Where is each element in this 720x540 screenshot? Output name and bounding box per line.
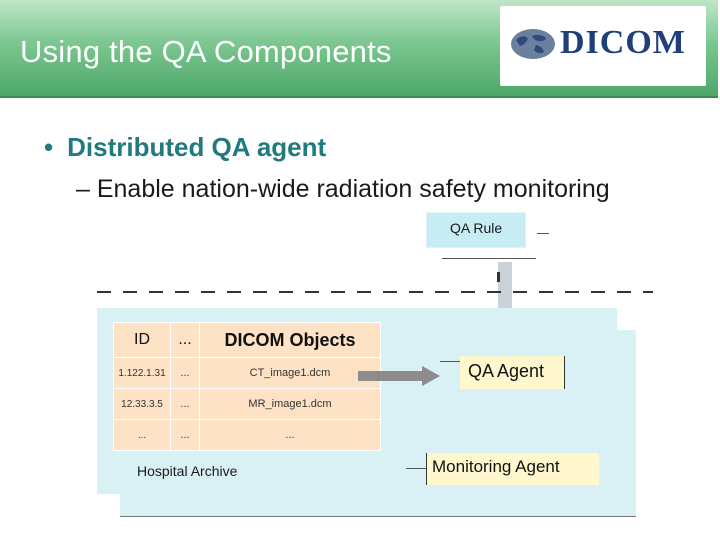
table-row: ... ... ... [113,419,381,451]
divider [440,361,460,362]
qa-rule-box [426,212,526,248]
connector-tick [497,272,500,282]
bullet-level1: • Distributed QA agent [44,132,326,163]
bullet-level1-text: Distributed QA agent [67,132,327,162]
table-cell: 12.33.3.5 [113,388,171,420]
bullet-level2: – Enable nation-wide radiation safety mo… [76,175,610,203]
slide-title: Using the QA Components [20,34,392,69]
network-boundary [97,291,653,293]
slide-header: Using the QA Components DICOM [0,0,718,98]
divider [442,258,536,259]
table-cell: CT_image1.dcm [199,357,381,389]
monitoring-agent-label: Monitoring Agent [432,457,560,476]
bullet-dot-icon: • [44,132,54,162]
table-cell: ... [170,388,200,420]
dicom-logo: DICOM [500,6,706,86]
table-cell: MR_image1.dcm [199,388,381,420]
qa-rule-label: QA Rule [450,220,503,236]
monitoring-agent-box [426,453,599,485]
divider [537,233,549,234]
column-header: DICOM Objects [199,322,381,358]
table-row: 1.122.1.31 ... CT_image1.dcm [113,357,381,389]
logo-wordmark: DICOM [560,24,686,61]
table-cell: ... [113,419,171,451]
qa-agent-label: QA Agent [468,361,545,381]
arrow-right-icon [358,366,440,386]
globe-icon [511,29,555,59]
hospital-archive-label: Hospital Archive [137,463,238,479]
table-cell: ... [199,419,381,451]
column-header: ID [113,322,171,358]
table-header-row: ID ... DICOM Objects [113,322,381,358]
qa-agent-box [460,356,565,389]
divider [406,468,426,469]
table-cell: ... [170,357,200,389]
table-row: 12.33.3.5 ... MR_image1.dcm [113,388,381,420]
column-header: ... [170,322,200,358]
dicom-table: ID ... DICOM Objects 1.122.1.31 ... CT_i… [113,322,381,451]
table-cell: 1.122.1.31 [113,357,171,389]
table-cell: ... [170,419,200,451]
